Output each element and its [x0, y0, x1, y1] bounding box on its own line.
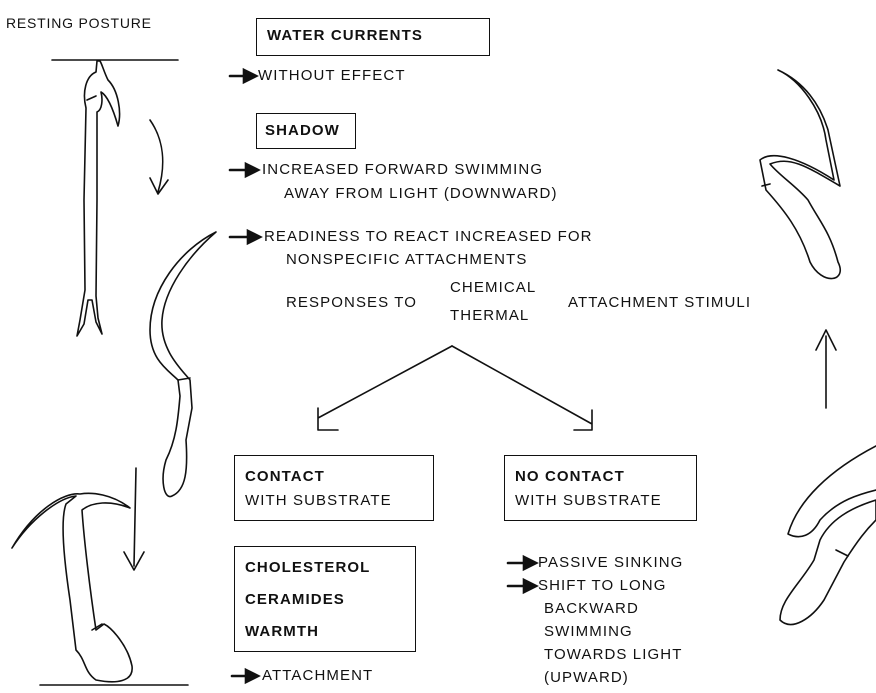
branch-left [317, 345, 453, 431]
up-arrow-right [815, 329, 837, 409]
water-currents-title: WATER CURRENTS [267, 27, 423, 44]
arrow-bullet-passive [506, 554, 539, 572]
resting-organism-drawing [76, 60, 121, 337]
without-effect-text: WITHOUT EFFECT [258, 67, 406, 84]
backward-text: BACKWARD [544, 600, 639, 617]
branch-right [451, 345, 593, 431]
shadow-title: SHADOW [265, 122, 340, 139]
increased-forward-swimming-text: INCREASED FORWARD SWIMMING [262, 161, 544, 178]
contact-title: CONTACT [245, 468, 325, 485]
cholesterol-text: CHOLESTEROL [245, 559, 371, 576]
swimming-organism-drawing [149, 231, 217, 498]
no-contact-subtitle: WITH SUBSTRATE [515, 492, 662, 509]
attachment-text: ATTACHMENT [262, 667, 374, 684]
upward-text: (UPWARD) [544, 669, 629, 686]
swimming-text: SWIMMING [544, 623, 633, 640]
attachment-stimuli-text: ATTACHMENT STIMULI [568, 294, 752, 311]
stimuli-box: CHOLESTEROL CERAMIDES WARMTH [234, 546, 416, 652]
thermal-text: THERMAL [450, 307, 530, 324]
responses-to-text: RESPONSES TO [286, 294, 418, 311]
readiness-to-react-text: READINESS TO REACT INCREASED FOR [264, 228, 593, 245]
shift-to-long-text: SHIFT TO LONG [538, 577, 667, 594]
rising-organism-drawing [759, 69, 841, 280]
contact-box: CONTACT WITH SUBSTRATE [234, 455, 434, 521]
down-arrow-2 [123, 467, 145, 571]
ceramides-text: CERAMIDES [245, 591, 345, 608]
nonspecific-attachments-text: NONSPECIFIC ATTACHMENTS [286, 251, 528, 268]
arrow-bullet-attachment [230, 667, 261, 685]
water-currents-box: WATER CURRENTS [256, 18, 490, 56]
no-contact-title: NO CONTACT [515, 468, 625, 485]
bullet-arrows [228, 67, 539, 685]
passive-sinking-text: PASSIVE SINKING [538, 554, 684, 571]
attached-organism-drawing [11, 492, 133, 683]
shadow-box: SHADOW [256, 113, 356, 149]
contact-subtitle: WITH SUBSTRATE [245, 492, 392, 509]
arrow-bullet-readiness [228, 228, 263, 246]
away-from-light-text: AWAY FROM LIGHT (DOWNWARD) [284, 185, 558, 202]
no-contact-box: NO CONTACT WITH SUBSTRATE [504, 455, 697, 521]
chemical-text: CHEMICAL [450, 279, 537, 296]
resting-posture-label: RESTING POSTURE [6, 15, 152, 31]
towards-light-text: TOWARDS LIGHT [544, 646, 683, 663]
arrow-bullet-shift [506, 577, 539, 595]
warmth-text: WARMTH [245, 623, 320, 640]
sinking-organism-drawing [779, 445, 876, 626]
arrow-bullet-without-effect [228, 67, 259, 85]
down-arrow-1 [149, 119, 169, 195]
arrow-bullet-increased [228, 161, 261, 179]
